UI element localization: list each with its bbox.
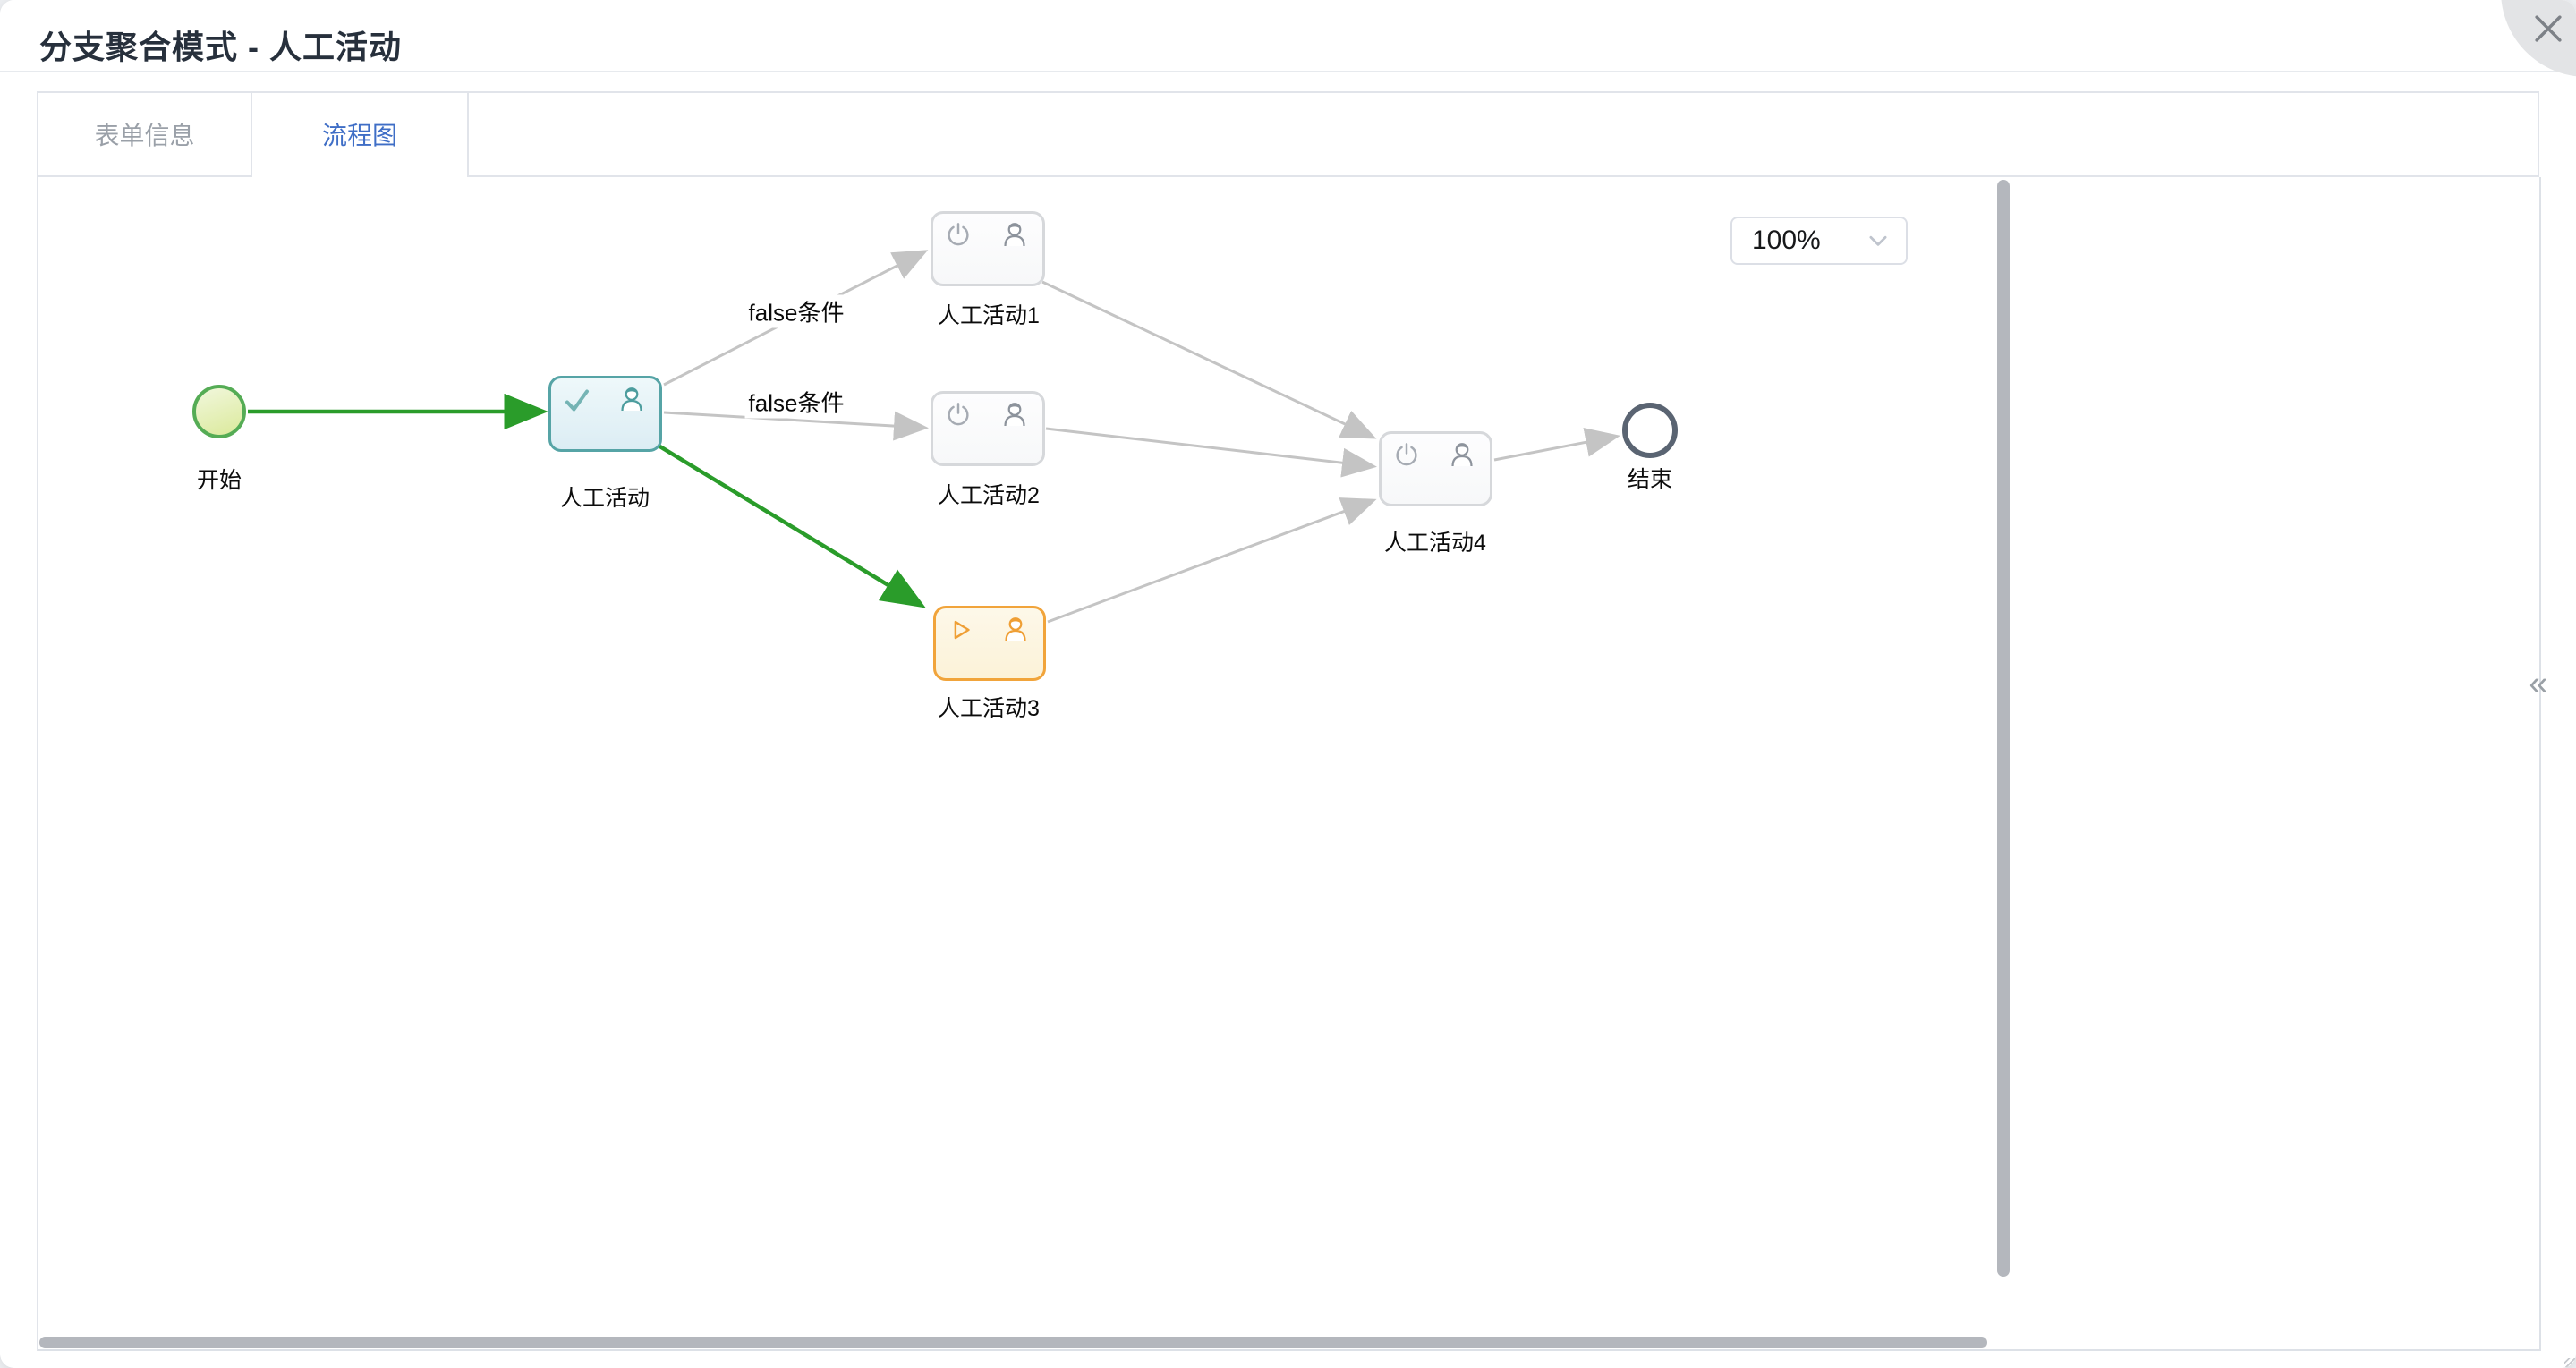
- flow-node-activity3[interactable]: [933, 606, 1046, 681]
- zoom-level-select[interactable]: 100%: [1730, 217, 1908, 265]
- resize-grip-icon[interactable]: [2564, 1358, 2575, 1367]
- flow-edges: [248, 250, 1620, 624]
- user-icon: [999, 218, 1031, 251]
- flow-node-activity2[interactable]: [931, 391, 1045, 466]
- tab-flow-diagram[interactable]: 流程图: [252, 93, 469, 177]
- zoom-level-value: 100%: [1752, 225, 1821, 255]
- chevron-down-icon: [1865, 227, 1892, 254]
- dialog-header: 分支聚合模式 - 人工活动: [0, 0, 2576, 72]
- power-icon: [944, 221, 973, 250]
- user-icon: [1446, 438, 1478, 471]
- flow-node-label: 人工活动3: [938, 696, 1040, 721]
- dialog-title: 分支聚合模式 - 人工活动: [39, 29, 402, 65]
- edge-condition-label: false条件: [744, 294, 848, 328]
- flow-node-activity1[interactable]: [931, 211, 1045, 286]
- tab-form-info[interactable]: 表单信息: [38, 93, 252, 175]
- vertical-scrollbar[interactable]: [1997, 180, 2010, 1277]
- collapse-left-icon[interactable]: «: [2529, 664, 2548, 702]
- user-icon: [999, 613, 1032, 645]
- start-event-label: 开始: [196, 468, 242, 493]
- end-event-label: 结束: [1627, 467, 1673, 492]
- power-icon: [944, 401, 973, 429]
- end-event-node[interactable]: [1622, 403, 1678, 458]
- flow-node-activity4[interactable]: [1379, 431, 1492, 506]
- edge-condition-label: false条件: [744, 385, 848, 419]
- user-icon: [999, 398, 1031, 430]
- flow-canvas[interactable]: 开始 人工活动: [37, 177, 2548, 1351]
- play-icon: [947, 616, 975, 644]
- flow-node-activity[interactable]: [548, 376, 662, 452]
- close-icon[interactable]: [2529, 9, 2568, 48]
- check-icon: [562, 386, 592, 416]
- start-event-node[interactable]: [192, 385, 246, 438]
- tab-bar: 表单信息 流程图: [37, 91, 2539, 177]
- flow-node-label: 人工活动1: [938, 303, 1040, 328]
- user-icon: [616, 383, 648, 415]
- flow-node-label: 人工活动4: [1384, 531, 1486, 556]
- flow-node-label: 人工活动2: [938, 483, 1040, 508]
- power-icon: [1392, 441, 1421, 470]
- horizontal-scrollbar[interactable]: [39, 1337, 1987, 1348]
- flow-node-label: 人工活动: [559, 486, 650, 511]
